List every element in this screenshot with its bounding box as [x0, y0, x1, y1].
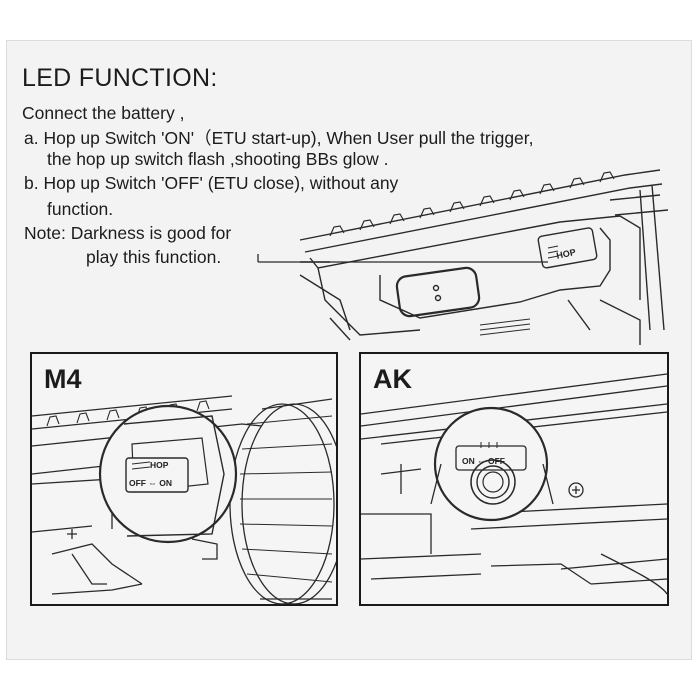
m4-illustration: HOP OFF ⇔ ON: [32, 395, 336, 604]
note-line: Note: Darkness is good for: [24, 223, 232, 243]
ak-switch-on-off: ON ⇔ OFF: [462, 456, 505, 466]
instruction-a: a. Hop up Switch 'ON'（ETU start-up), Whe…: [24, 128, 534, 148]
m4-switch-off-on: OFF ⇔ ON: [129, 478, 172, 488]
instruction-a-cont: the hop up switch flash ,shooting BBs gl…: [47, 149, 389, 169]
m4-switch-hop: HOP: [150, 460, 169, 470]
ak-label: AK: [373, 364, 412, 394]
page-title: LED FUNCTION:: [22, 64, 218, 92]
instruction-b: b. Hop up Switch 'OFF' (ETU close), with…: [24, 173, 399, 193]
m4-panel: M4: [30, 352, 338, 606]
instruction-b-cont: function.: [47, 199, 114, 219]
ak-illustration: ON ⇔ OFF: [361, 373, 667, 595]
m4-label: M4: [44, 364, 82, 394]
top-switch-label: HOP: [555, 247, 576, 261]
instruction-intro: Connect the battery ,: [22, 103, 185, 123]
ak-panel: AK ON ⇔ OFF: [359, 352, 669, 606]
note-line-cont: play this function.: [86, 247, 222, 267]
